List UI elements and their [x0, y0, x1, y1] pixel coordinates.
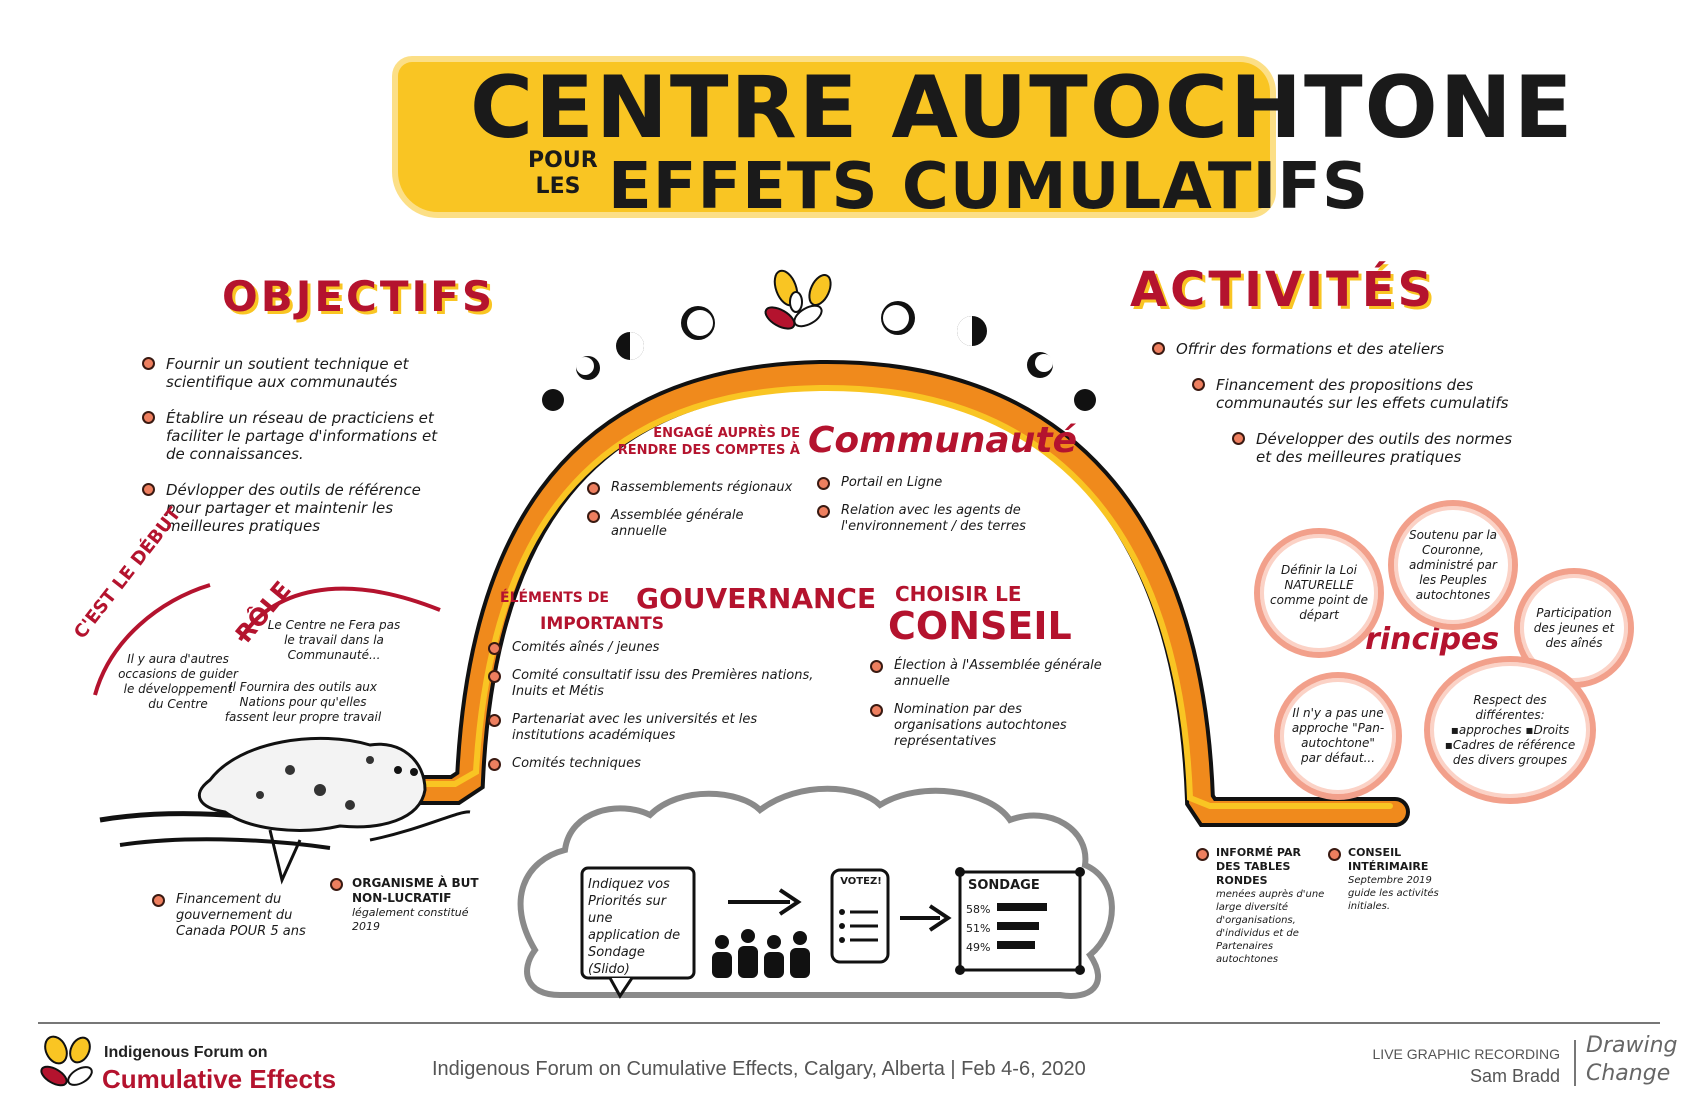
conseil-list: Élection à l'Assemblée générale annuelle…: [868, 658, 1108, 762]
activites-list: Offrir des formations et des ateliers Fi…: [1150, 340, 1530, 484]
title-pour: POUR: [528, 148, 598, 173]
communaute-item: Rassemblements régionaux: [585, 480, 795, 496]
conseil-intro: CHOISIR LE: [895, 582, 1022, 606]
objectif-item: Fournir un soutient technique et scienti…: [140, 355, 440, 391]
people-icon: [712, 929, 810, 978]
title-pour-les: POUR LES: [528, 148, 598, 200]
gouvernance-intro: ÉLÉMENTS DE: [500, 590, 609, 606]
footer-separator: [1574, 1040, 1576, 1086]
objectif-item: Établire un réseau de practiciens et fac…: [140, 409, 440, 463]
conseil-item: Élection à l'Assemblée générale annuelle: [868, 658, 1108, 690]
organisme-sub: légalement constitué 2019: [352, 906, 469, 933]
gouvernance-item: Comités aînés / jeunes: [486, 640, 816, 656]
footer-divider: [38, 1022, 1660, 1024]
conseil-interimaire-sub: Septembre 2019 guide les activités initi…: [1348, 875, 1439, 912]
principe-circle: Il n'y a pas une approche "Pan-autochton…: [1274, 672, 1402, 800]
drawing-change-logo: Drawing Change: [1586, 1032, 1677, 1088]
footer-event-info: Indigenous Forum on Cumulative Effects, …: [432, 1058, 1086, 1080]
leaf-icon: [764, 269, 832, 330]
footer-credit-line2: Sam Bradd: [1469, 1066, 1560, 1086]
forum-logo-icon: [40, 1035, 93, 1087]
sondage-percents: 58% 51% 49%: [966, 900, 990, 957]
communaute-intro: ENGAGÉ AUPRÈS DE RENDRE DES COMPTES À: [617, 426, 800, 458]
conseil-interimaire: CONSEIL INTÉRIMAIRE Septembre 2019 guide…: [1328, 846, 1448, 913]
tables-rondes: INFORMÉ PAR DES TABLES RONDES menées aup…: [1196, 846, 1326, 966]
conseil-item: Nomination par des organisations autocht…: [868, 702, 1108, 750]
principe-circle: Soutenu par la Couronne, administré par …: [1388, 500, 1518, 630]
gouvernance-item: Comité consultatif issu des Premières na…: [486, 668, 816, 700]
votez-label: VOTEZ!: [840, 876, 882, 887]
activite-item: Développer des outils des normes et des …: [1230, 430, 1530, 466]
tables-rondes-sub: menées auprès d'une large diversité d'or…: [1216, 889, 1325, 965]
objectifs-list: Fournir un soutient technique et scienti…: [140, 355, 440, 553]
communaute-right-list: Portail en Ligne Relation avec les agent…: [815, 475, 1055, 547]
footer-credit: LIVE GRAPHIC RECORDING Sam Bradd: [1340, 1046, 1560, 1087]
page-title: CENTRE AUTOCHTONE: [470, 58, 1575, 158]
activite-item: Financement des propositions des communa…: [1190, 376, 1530, 412]
gouvernance-heading: GOUVERNANCE: [636, 582, 877, 615]
footer-logo-line2: Cumulative Effects: [102, 1064, 337, 1094]
debut-text: Il y aura d'autres occasions de guider l…: [118, 652, 238, 711]
dc-line2: Change: [1586, 1061, 1671, 1086]
communaute-item: Relation avec les agents de l'environnem…: [815, 503, 1055, 535]
survey-bubble-text: Indiquez vos Priorités sur une applicati…: [588, 877, 681, 977]
principe-circle: Respect des différentes: ▪approches ▪Dro…: [1424, 656, 1596, 804]
organisme-title: ORGANISME À BUT NON-LUCRATIF: [330, 876, 480, 906]
objectifs-heading: OBJECTIFS: [222, 272, 496, 321]
percent-value: 51%: [966, 922, 991, 935]
title-highlight: [398, 62, 1270, 212]
communaute-heading: Communauté: [808, 420, 1077, 461]
funding-item: Financement du gouvernement du Canada PO…: [150, 892, 320, 940]
activite-item: Offrir des formations et des ateliers: [1150, 340, 1530, 358]
funding-list-1: Financement du gouvernement du Canada PO…: [150, 892, 320, 952]
role-text-1: Le Centre ne Fera pas le travail dans la…: [267, 618, 401, 662]
gouvernance-item: Comités techniques: [486, 756, 816, 772]
objectif-item: Dévlopper des outils de référence pour p…: [140, 481, 440, 535]
sondage-label: SONDAGE: [968, 878, 1040, 893]
percent-value: 58%: [966, 903, 991, 916]
activites-heading: ACTIVITÉS: [1130, 262, 1436, 318]
percent-value: 49%: [966, 941, 991, 954]
gouvernance-sub: IMPORTANTS: [540, 614, 664, 634]
tables-rondes-title: INFORMÉ PAR DES TABLES RONDES: [1196, 846, 1326, 888]
footer-credit-line1: LIVE GRAPHIC RECORDING: [1372, 1046, 1560, 1062]
conseil-heading: CONSEIL: [888, 604, 1072, 648]
dc-line1: Drawing: [1586, 1033, 1678, 1058]
moon-phase-icons: [542, 301, 1096, 411]
communaute-item: Assemblée générale annuelle: [585, 508, 795, 540]
conseil-interimaire-title: CONSEIL INTÉRIMAIRE: [1328, 846, 1448, 874]
communaute-left-list: Rassemblements régionaux Assemblée génér…: [585, 480, 795, 552]
footer-logo-line1: Indigenous Forum on: [104, 1044, 268, 1061]
title-les: LES: [535, 174, 581, 199]
communaute-item: Portail en Ligne: [815, 475, 1055, 491]
role-text-2: Il Fournira des outils aux Nations pour …: [224, 680, 382, 724]
principe-circle: Définir la Loi NATURELLE comme point de …: [1254, 528, 1384, 658]
page-subtitle: EFFETS CUMULATIFS: [608, 150, 1370, 224]
gouvernance-item: Partenariat avec les universités et les …: [486, 712, 816, 744]
funding-organisme: ORGANISME À BUT NON-LUCRATIF légalement …: [330, 876, 480, 934]
survey-board: [958, 870, 1082, 972]
seal-illustration: [99, 736, 471, 885]
gouvernance-list: Comités aînés / jeunes Comité consultati…: [486, 640, 816, 784]
